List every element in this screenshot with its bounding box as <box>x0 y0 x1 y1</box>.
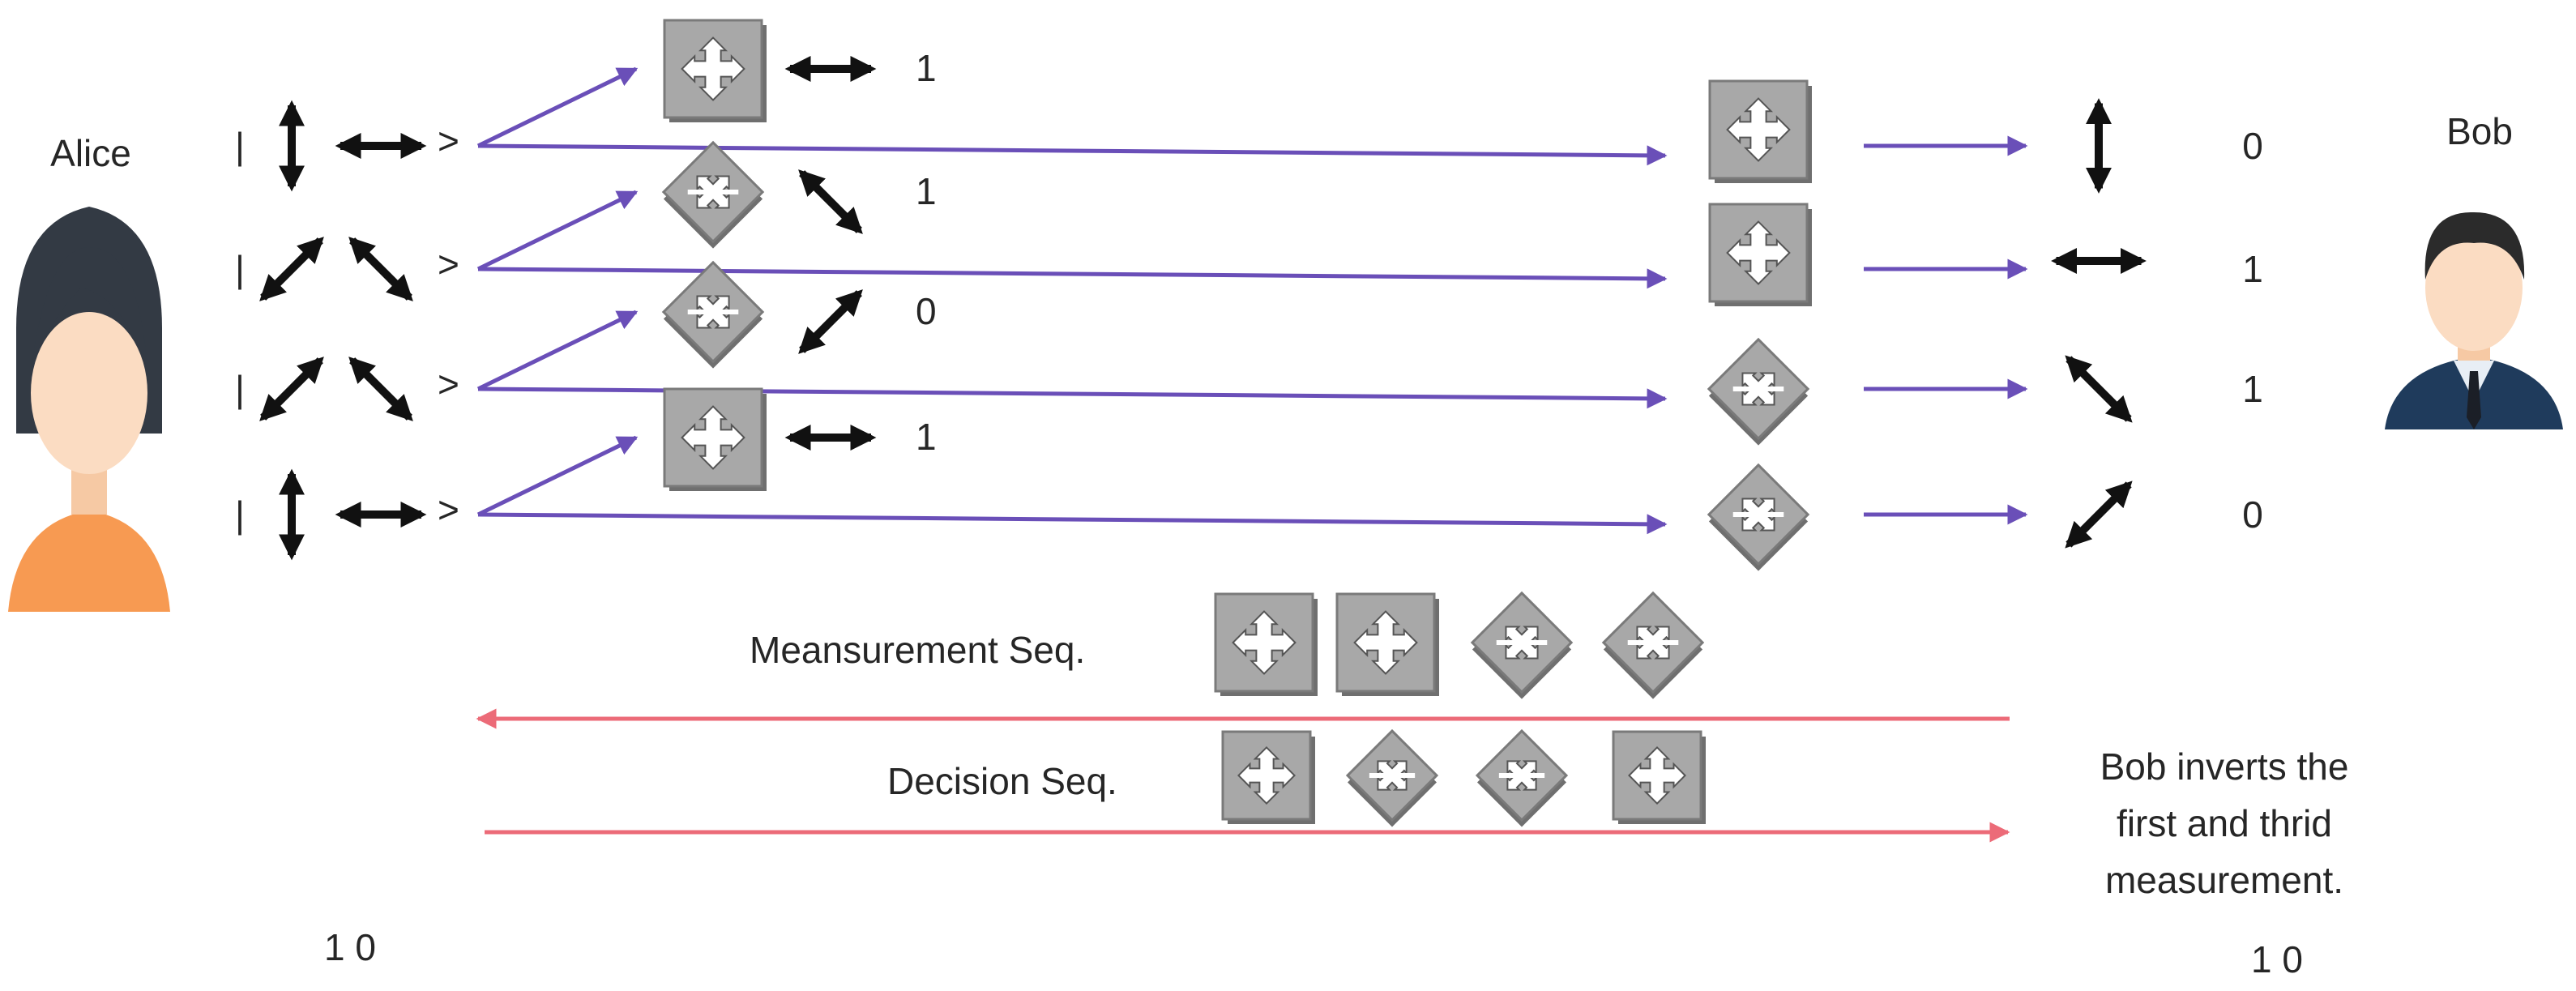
ket-open: | <box>235 125 245 167</box>
ket-close: > <box>438 363 459 405</box>
photon-row: | >0 1 <box>235 260 2263 446</box>
eve-filter-icon <box>663 19 767 122</box>
measurement-seq-filters <box>1214 591 1705 699</box>
eve-branch-line <box>476 310 639 391</box>
bob-bit: 1 <box>2242 368 2263 410</box>
bob-filter-icon <box>1707 337 1810 446</box>
eve-bit: 1 <box>916 47 937 89</box>
bob-filter-icon <box>1707 463 1810 571</box>
photon-row: | >1 0 <box>235 19 2263 194</box>
eve-branch-line <box>476 190 639 271</box>
eve-bit: 1 <box>916 170 937 212</box>
alice-basis-arrow-b <box>348 237 413 301</box>
measurement-filter-icon <box>1601 591 1705 699</box>
photon-row: | >1 0 <box>235 387 2263 571</box>
bob-filter-icon <box>1708 79 1812 183</box>
eve-filter-icon <box>663 387 767 491</box>
bob-filter-icon <box>1708 203 1812 306</box>
alice-avatar <box>8 207 170 612</box>
decision-filter-icon <box>1345 728 1439 827</box>
alice-basis-arrow-b <box>348 357 413 421</box>
photon-rows: | >1 0 | >1 1 | >0 1 | >1 0 <box>235 19 2263 571</box>
note-line-1: Bob inverts the <box>2100 745 2349 788</box>
bob-avatar <box>2385 211 2563 429</box>
eve-branch-line <box>476 66 639 148</box>
measurement-filter-icon <box>1214 592 1318 696</box>
measurement-seq-label: Meansurement Seq. <box>750 629 1085 671</box>
decision-filter-icon <box>1221 730 1315 824</box>
ket-open: | <box>235 368 245 410</box>
eve-bit: 1 <box>916 416 937 458</box>
eve-state-arrow <box>798 289 863 354</box>
quantum-channel-line <box>477 267 1668 289</box>
note-line-2: first and thrid <box>2117 802 2332 844</box>
decision-filter-icon <box>1475 728 1569 827</box>
note-line-3: measurement. <box>2105 859 2343 901</box>
bob-bit: 0 <box>2242 493 2263 536</box>
photon-row: | >1 1 <box>235 140 2263 306</box>
ket-open: | <box>235 493 245 536</box>
ket-close: > <box>438 120 459 162</box>
ket-close: > <box>438 489 459 531</box>
measurement-filter-icon <box>1470 591 1574 699</box>
quantum-channel-line <box>477 387 1668 409</box>
eve-filter-icon <box>661 260 765 369</box>
eve-filter-icon <box>661 140 765 249</box>
quantum-channel-line <box>477 512 1668 535</box>
bob-name: Bob <box>2446 110 2513 152</box>
bob-state-arrow <box>2065 355 2133 423</box>
bob-bit: 0 <box>2242 125 2263 167</box>
bob-key-bits: 1 0 <box>2251 938 2303 980</box>
eve-bit: 0 <box>916 290 937 332</box>
quantum-channel-line <box>477 143 1668 166</box>
decision-seq-label: Decision Seq. <box>887 760 1117 802</box>
bob-state-arrow <box>2065 481 2133 549</box>
alice-basis-arrow-a <box>259 237 324 301</box>
ket-close: > <box>438 243 459 285</box>
bob-bit: 1 <box>2242 248 2263 290</box>
measurement-filter-icon <box>1335 592 1439 696</box>
eve-branch-line <box>476 435 639 517</box>
decision-seq-filters <box>1221 728 1706 827</box>
alice-key-bits: 1 0 <box>324 926 376 968</box>
alice-basis-arrow-a <box>259 357 324 421</box>
eve-state-arrow <box>798 169 863 234</box>
decision-filter-icon <box>1612 730 1706 824</box>
ket-open: | <box>235 248 245 290</box>
alice-name: Alice <box>50 132 131 174</box>
